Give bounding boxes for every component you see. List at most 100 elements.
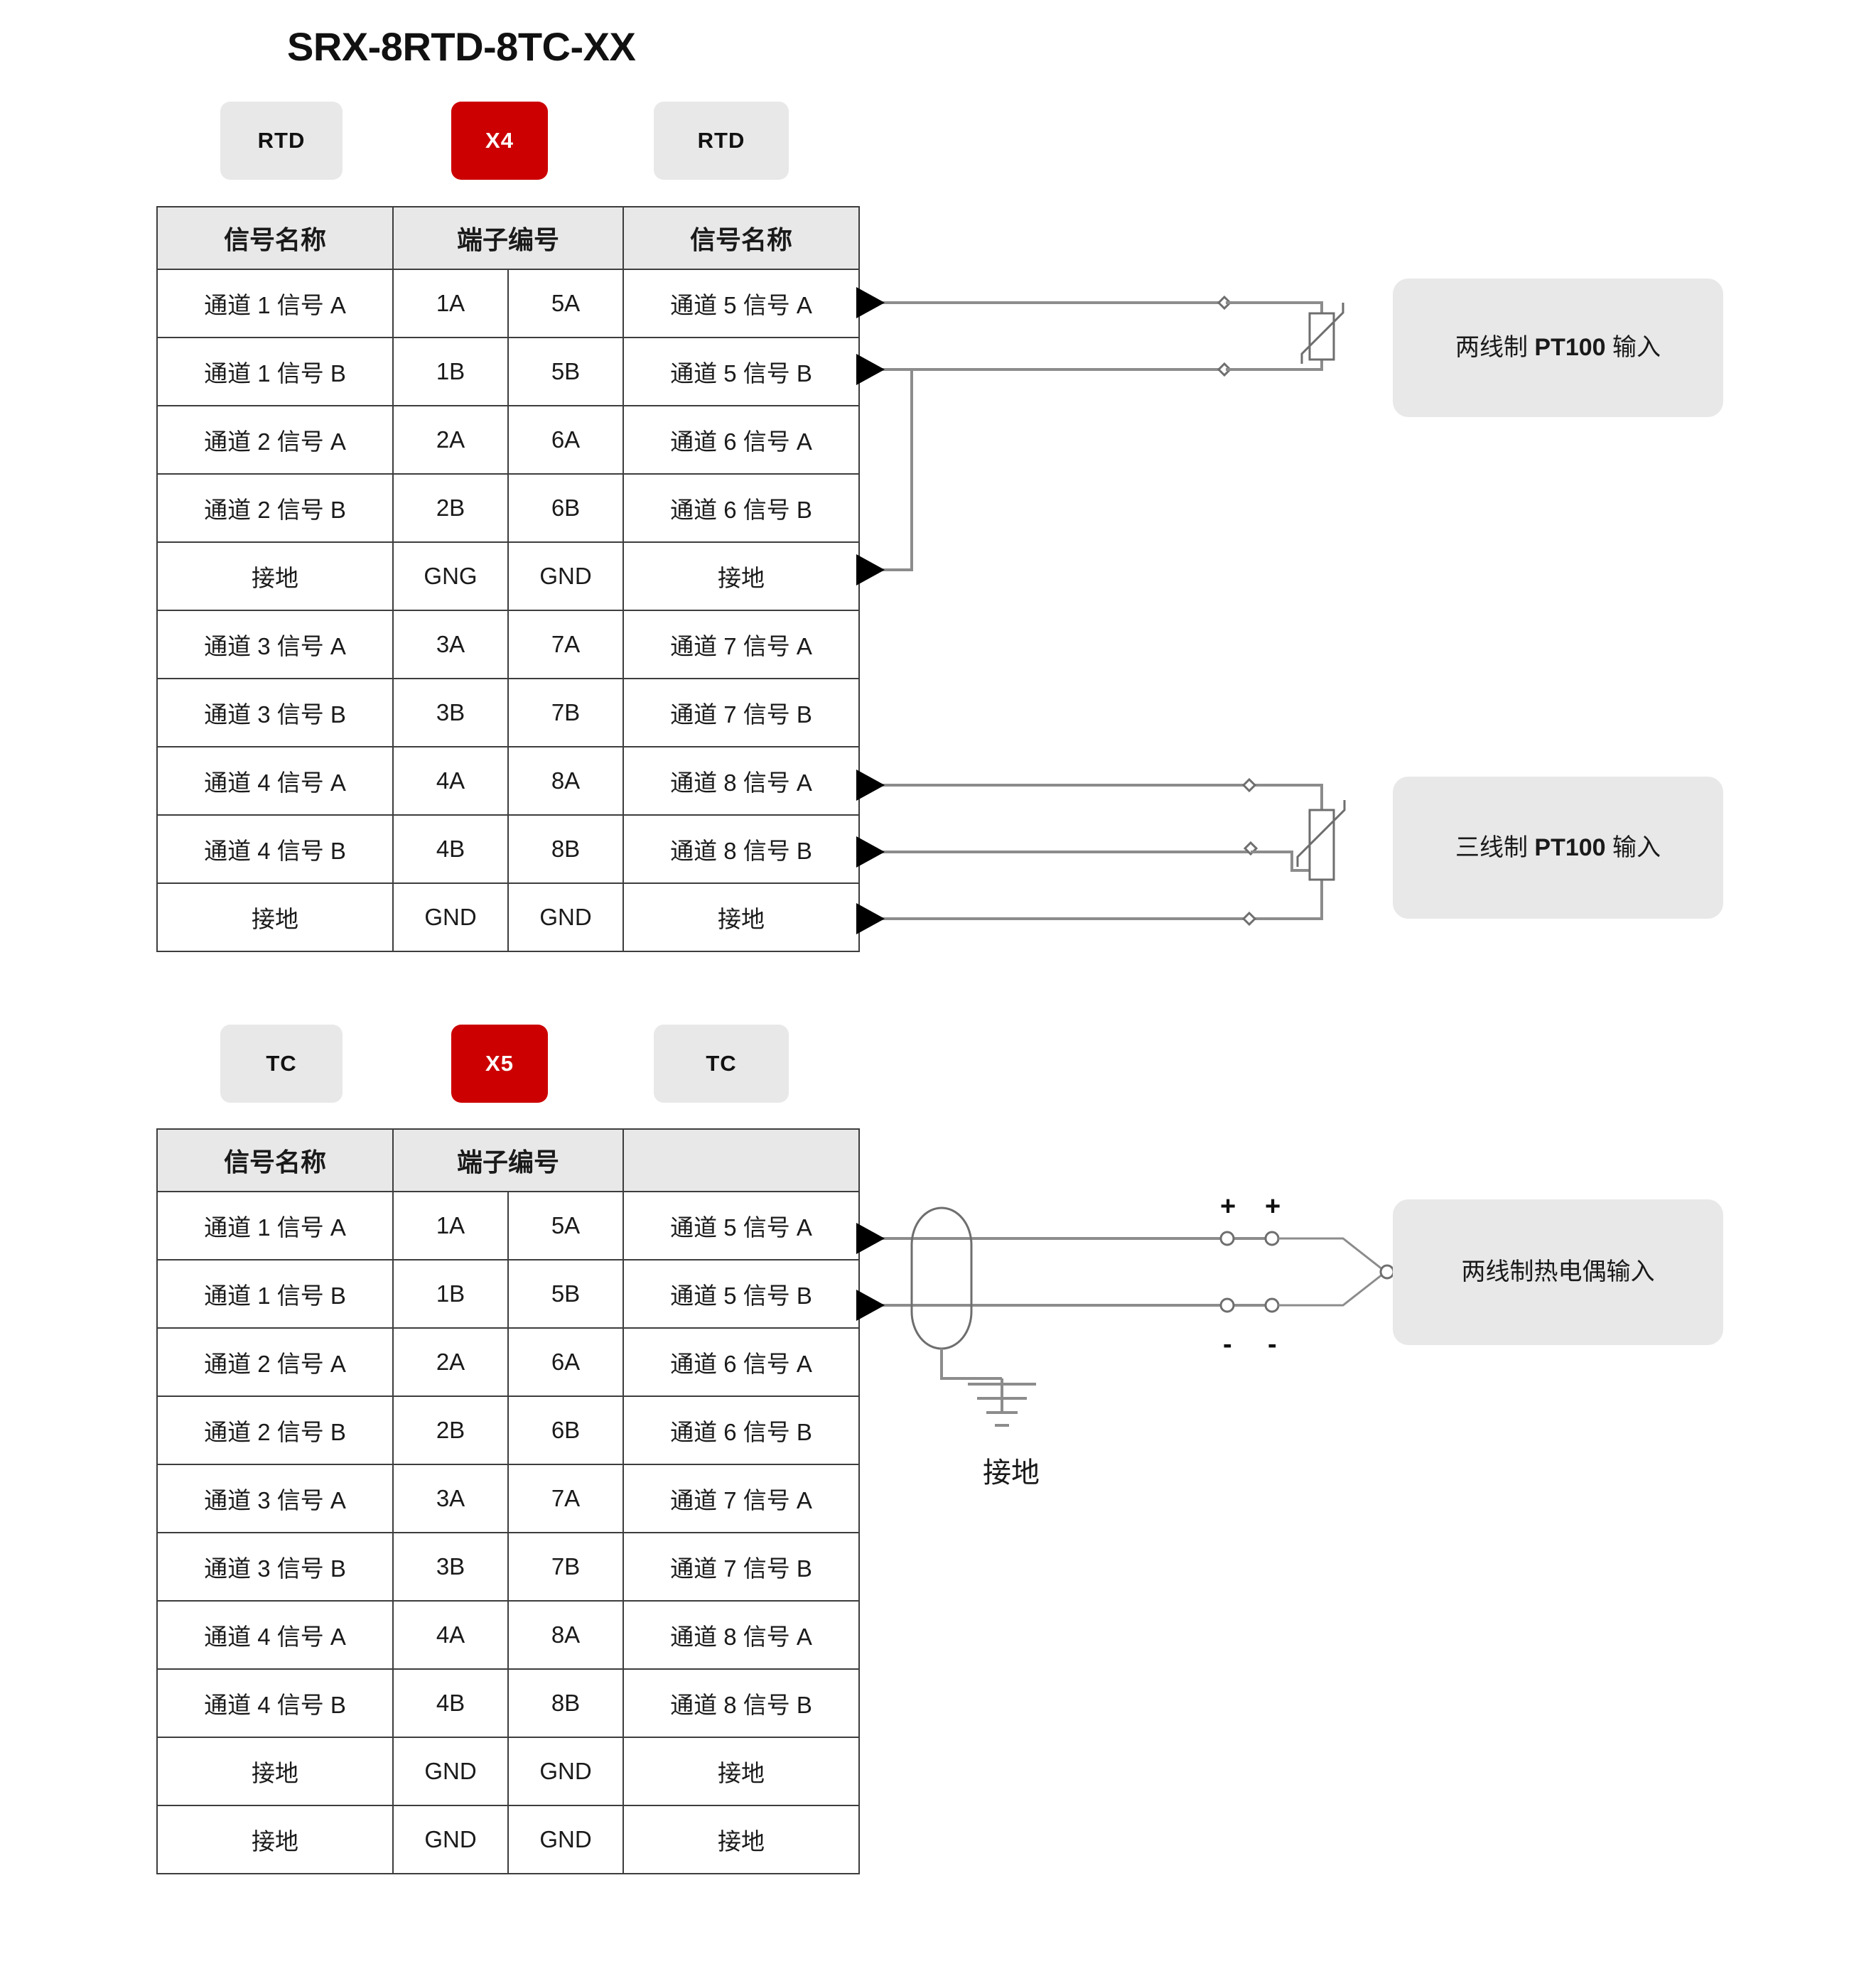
header-signal-left: 信号名称 — [156, 1128, 394, 1192]
cell-signal-left: 通道 3 信号 A — [156, 610, 394, 679]
cell-signal-left: 通道 4 信号 A — [156, 746, 394, 816]
rtd3-lead-bottom — [1279, 880, 1323, 920]
callout-suffix: 输入 — [1605, 334, 1661, 362]
cell-signal-left: 接地 — [156, 541, 394, 611]
badge-label: RTD — [257, 128, 306, 153]
cell-terminal-left: 4B — [392, 814, 509, 884]
cell-terminal-left: 1A — [392, 269, 509, 338]
cell-terminal-right: GND — [507, 541, 624, 611]
header-terminal: 端子编号 — [392, 206, 624, 270]
cell-signal-left: 接地 — [156, 1805, 394, 1874]
cell-terminal-left: 3B — [392, 678, 509, 747]
cell-signal-right: 通道 6 信号 B — [622, 473, 860, 543]
three-wire-pt100-circuit — [856, 770, 1346, 934]
rtd-lead-bottom — [1226, 360, 1323, 371]
cell-signal-right: 通道 7 信号 A — [622, 610, 860, 679]
callout-bold: PT100 — [1534, 334, 1606, 362]
tc-junction-upper-leg — [1278, 1237, 1386, 1273]
terminal-marker-8b — [1243, 841, 1258, 856]
cell-signal-right: 通道 5 信号 B — [622, 1259, 860, 1329]
badge-rtd-left: RTD — [220, 102, 343, 180]
header-signal-blank — [622, 1128, 860, 1192]
cell-terminal-right: 6B — [507, 1395, 624, 1465]
cell-signal-left: 通道 4 信号 B — [156, 1668, 394, 1738]
cell-terminal-right: 5B — [507, 337, 624, 406]
cell-terminal-left: 2B — [392, 473, 509, 543]
cell-terminal-right: 5B — [507, 1259, 624, 1329]
callout-prefix: 三线制 — [1455, 833, 1535, 861]
cell-signal-right: 通道 6 信号 A — [622, 1327, 860, 1397]
cell-signal-right: 通道 7 信号 A — [622, 1464, 860, 1533]
terminal-circle-inner-plus — [1219, 1231, 1235, 1246]
badge-tc-right: TC — [654, 1025, 789, 1103]
rtd-variable-slash — [1300, 303, 1344, 364]
badge-label: X4 — [485, 128, 514, 153]
header-signal-left: 信号名称 — [156, 206, 394, 270]
cell-signal-right: 接地 — [622, 882, 860, 952]
cell-terminal-right: 8B — [507, 1668, 624, 1738]
terminal-marker-5a — [1217, 295, 1232, 311]
cell-signal-right: 接地 — [622, 541, 860, 611]
two-wire-pt100-circuit — [856, 287, 1344, 585]
tc-junction-point — [1379, 1264, 1395, 1280]
cell-signal-left: 通道 3 信号 B — [156, 1532, 394, 1602]
polarity-minus-inner: - — [1223, 1329, 1232, 1359]
cell-signal-right: 通道 8 信号 B — [622, 814, 860, 884]
badge-x5: X5 — [451, 1025, 548, 1103]
cell-signal-right: 通道 6 信号 A — [622, 405, 860, 475]
cell-signal-right: 通道 5 信号 A — [622, 269, 860, 338]
badge-rtd-right: RTD — [654, 102, 789, 180]
cell-terminal-left: GND — [392, 882, 509, 952]
ground-label: 接地 — [983, 1457, 1040, 1489]
header-row: 信号名称 端子编号 — [156, 1128, 860, 1192]
cell-terminal-left: 3A — [392, 610, 509, 679]
badge-label: TC — [706, 1051, 737, 1076]
cell-signal-left: 通道 1 信号 B — [156, 1259, 394, 1329]
cell-signal-left: 通道 4 信号 A — [156, 1600, 394, 1670]
cell-signal-right: 通道 8 信号 B — [622, 1668, 860, 1738]
cell-terminal-left: 3A — [392, 1464, 509, 1533]
badge-x4: X4 — [451, 102, 548, 180]
cell-signal-left: 通道 4 信号 B — [156, 814, 394, 884]
callout-thermocouple: 两线制热电偶输入 — [1393, 1199, 1723, 1345]
header-row: 信号名称 端子编号 信号名称 — [156, 206, 860, 270]
cell-terminal-left: 4A — [392, 1600, 509, 1670]
cell-terminal-right: 5A — [507, 269, 624, 338]
callout-three-wire-pt100: 三线制 PT100 输入 — [1393, 777, 1723, 919]
cell-terminal-left: GND — [392, 1737, 509, 1806]
terminal-marker-gnd-3w — [1241, 911, 1257, 927]
cell-signal-left: 接地 — [156, 882, 394, 952]
cell-signal-left: 通道 1 信号 A — [156, 1191, 394, 1260]
header-signal-right: 信号名称 — [622, 206, 860, 270]
cell-signal-right: 接地 — [622, 1805, 860, 1874]
shield-outline — [910, 1206, 973, 1350]
shield-drain-wire — [940, 1349, 1002, 1380]
callout-prefix: 两线制 — [1455, 334, 1535, 362]
callout-bold: PT100 — [1534, 833, 1606, 861]
rtd3-resistor-body — [1308, 809, 1335, 881]
cell-terminal-left: 3B — [392, 1532, 509, 1602]
cell-terminal-right: 7B — [507, 678, 624, 747]
badge-label: RTD — [697, 128, 745, 153]
terminal-marker-8a — [1241, 777, 1257, 793]
cell-terminal-left: 4B — [392, 1668, 509, 1738]
cell-signal-left: 通道 1 信号 A — [156, 269, 394, 338]
tc-junction-lower-leg — [1278, 1270, 1386, 1307]
cell-terminal-left: 1B — [392, 1259, 509, 1329]
cell-signal-right: 通道 8 信号 A — [622, 1600, 860, 1670]
